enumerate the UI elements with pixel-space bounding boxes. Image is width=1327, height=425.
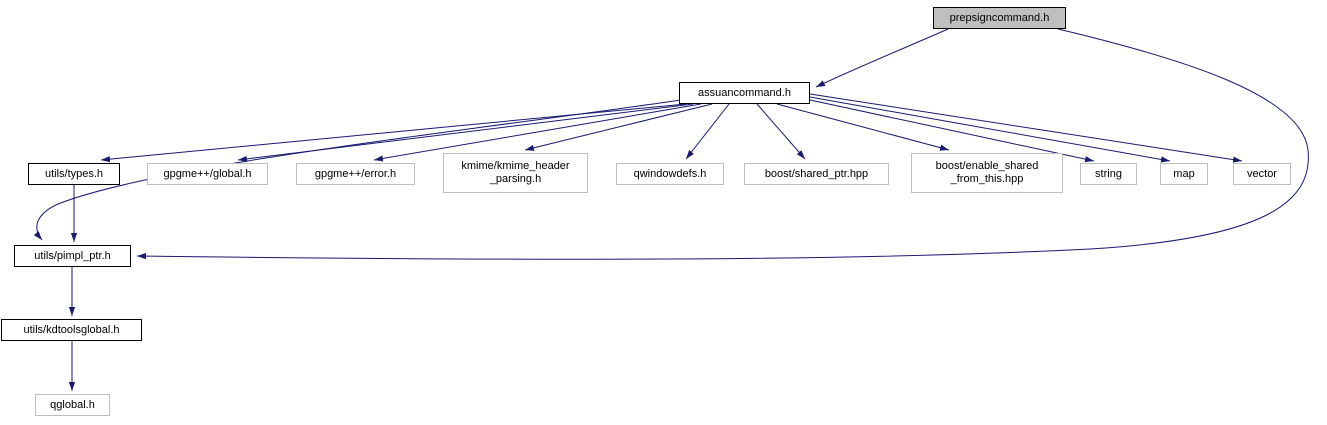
edge-assuancommand-boost_shared_ptr (756, 103, 806, 160)
node-gpgme-error: gpgme++/error.h (296, 163, 415, 185)
node-qwindowdefs: qwindowdefs.h (616, 163, 724, 185)
node-prepsigncommand: prepsigncommand.h (933, 7, 1066, 29)
edge-assuancommand-string (809, 99, 1095, 163)
edge-assuancommand-boost_enable_shared (776, 103, 950, 151)
node-map: map (1160, 163, 1208, 185)
edge-assuancommand-gpgme_error (373, 103, 702, 162)
node-gpgme-global: gpgme++/global.h (147, 163, 268, 185)
node-vector: vector (1233, 163, 1291, 185)
edge-assuancommand-kmime_header_parsing (524, 103, 713, 151)
edge-assuancommand-map (809, 96, 1171, 163)
edge-assuancommand-qwindowdefs (685, 103, 730, 160)
node-assuancommand[interactable]: assuancommand.h (679, 82, 810, 104)
edge-assuancommand-gpgme_global (237, 103, 694, 162)
node-utils-pimpl-ptr[interactable]: utils/pimpl_ptr.h (14, 245, 131, 267)
edge-prepsigncommand-utils_pimpl_ptr (136, 28, 1309, 260)
edge-prepsigncommand-assuancommand (815, 28, 949, 88)
node-label-line2: _parsing.h (489, 173, 542, 185)
node-label-line2: _from_this.hpp (950, 173, 1024, 185)
edge-assuancommand-vector (809, 93, 1243, 163)
node-label-line1: kmime/kmime_header (461, 160, 570, 172)
node-boost-enable-shared: boost/enable_shared _from_this.hpp (911, 153, 1063, 193)
node-string: string (1080, 163, 1137, 185)
node-label-line1: boost/enable_shared (935, 160, 1039, 172)
node-utils-types[interactable]: utils/types.h (28, 163, 120, 185)
node-kmime-header-parsing: kmime/kmime_header _parsing.h (443, 153, 588, 193)
node-boost-shared-ptr: boost/shared_ptr.hpp (744, 163, 889, 185)
node-utils-kdtoolsglobal[interactable]: utils/kdtoolsglobal.h (1, 319, 142, 341)
node-qglobal: qglobal.h (35, 394, 110, 416)
